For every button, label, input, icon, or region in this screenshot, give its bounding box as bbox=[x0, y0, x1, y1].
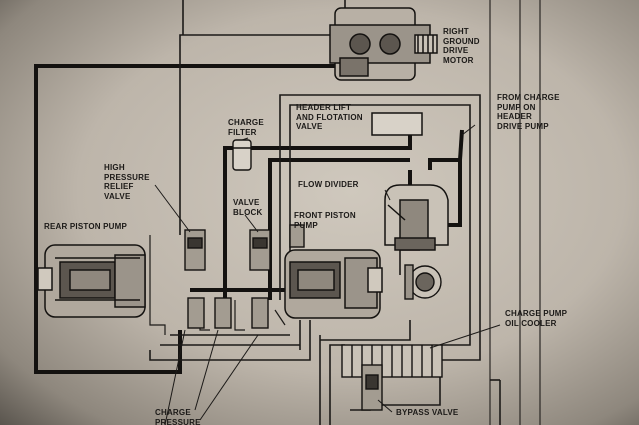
label-high-pressure-relief: HIGH PRESSURE RELIEF VALVE bbox=[104, 163, 150, 201]
label-valve-block: VALVE BLOCK bbox=[233, 198, 263, 217]
label-header-lift-valve: HEADER LIFT AND FLOTATION VALVE bbox=[296, 103, 363, 131]
charge-gear-pump bbox=[404, 264, 442, 300]
header-lift-valve-box bbox=[371, 112, 423, 136]
hydraulic-lines-thin bbox=[149, 0, 501, 425]
label-charge-pump-oil-cooler: CHARGE PUMP OIL COOLER bbox=[505, 309, 568, 328]
front-piston-pump bbox=[284, 249, 383, 319]
label-right-ground-drive-motor: RIGHT GROUND DRIVE MOTOR bbox=[443, 27, 480, 65]
charge-pump-oil-cooler bbox=[341, 344, 443, 378]
label-rear-piston-pump: REAR PISTON PUMP bbox=[44, 222, 128, 231]
label-from-charge-pump: FROM CHARGE PUMP ON HEADER DRIVE PUMP bbox=[497, 93, 560, 131]
label-front-piston-pump: FRONT PISTON PUMP bbox=[294, 211, 356, 230]
rear-piston-pump bbox=[37, 244, 146, 318]
label-bypass-valve: BYPASS VALVE bbox=[396, 408, 459, 417]
label-flow-divider: FLOW DIVIDER bbox=[298, 180, 359, 189]
label-charge-filter: CHARGE FILTER bbox=[228, 118, 264, 137]
valve-block bbox=[184, 224, 305, 329]
page-frame bbox=[489, 0, 541, 425]
label-charge-pressure: CHARGE PRESSURE bbox=[155, 408, 201, 425]
bypass-valve bbox=[361, 364, 383, 411]
flow-divider bbox=[384, 184, 449, 251]
charge-filter bbox=[232, 139, 252, 171]
leader-lines bbox=[154, 124, 501, 425]
right-ground-drive-motor bbox=[329, 7, 438, 81]
